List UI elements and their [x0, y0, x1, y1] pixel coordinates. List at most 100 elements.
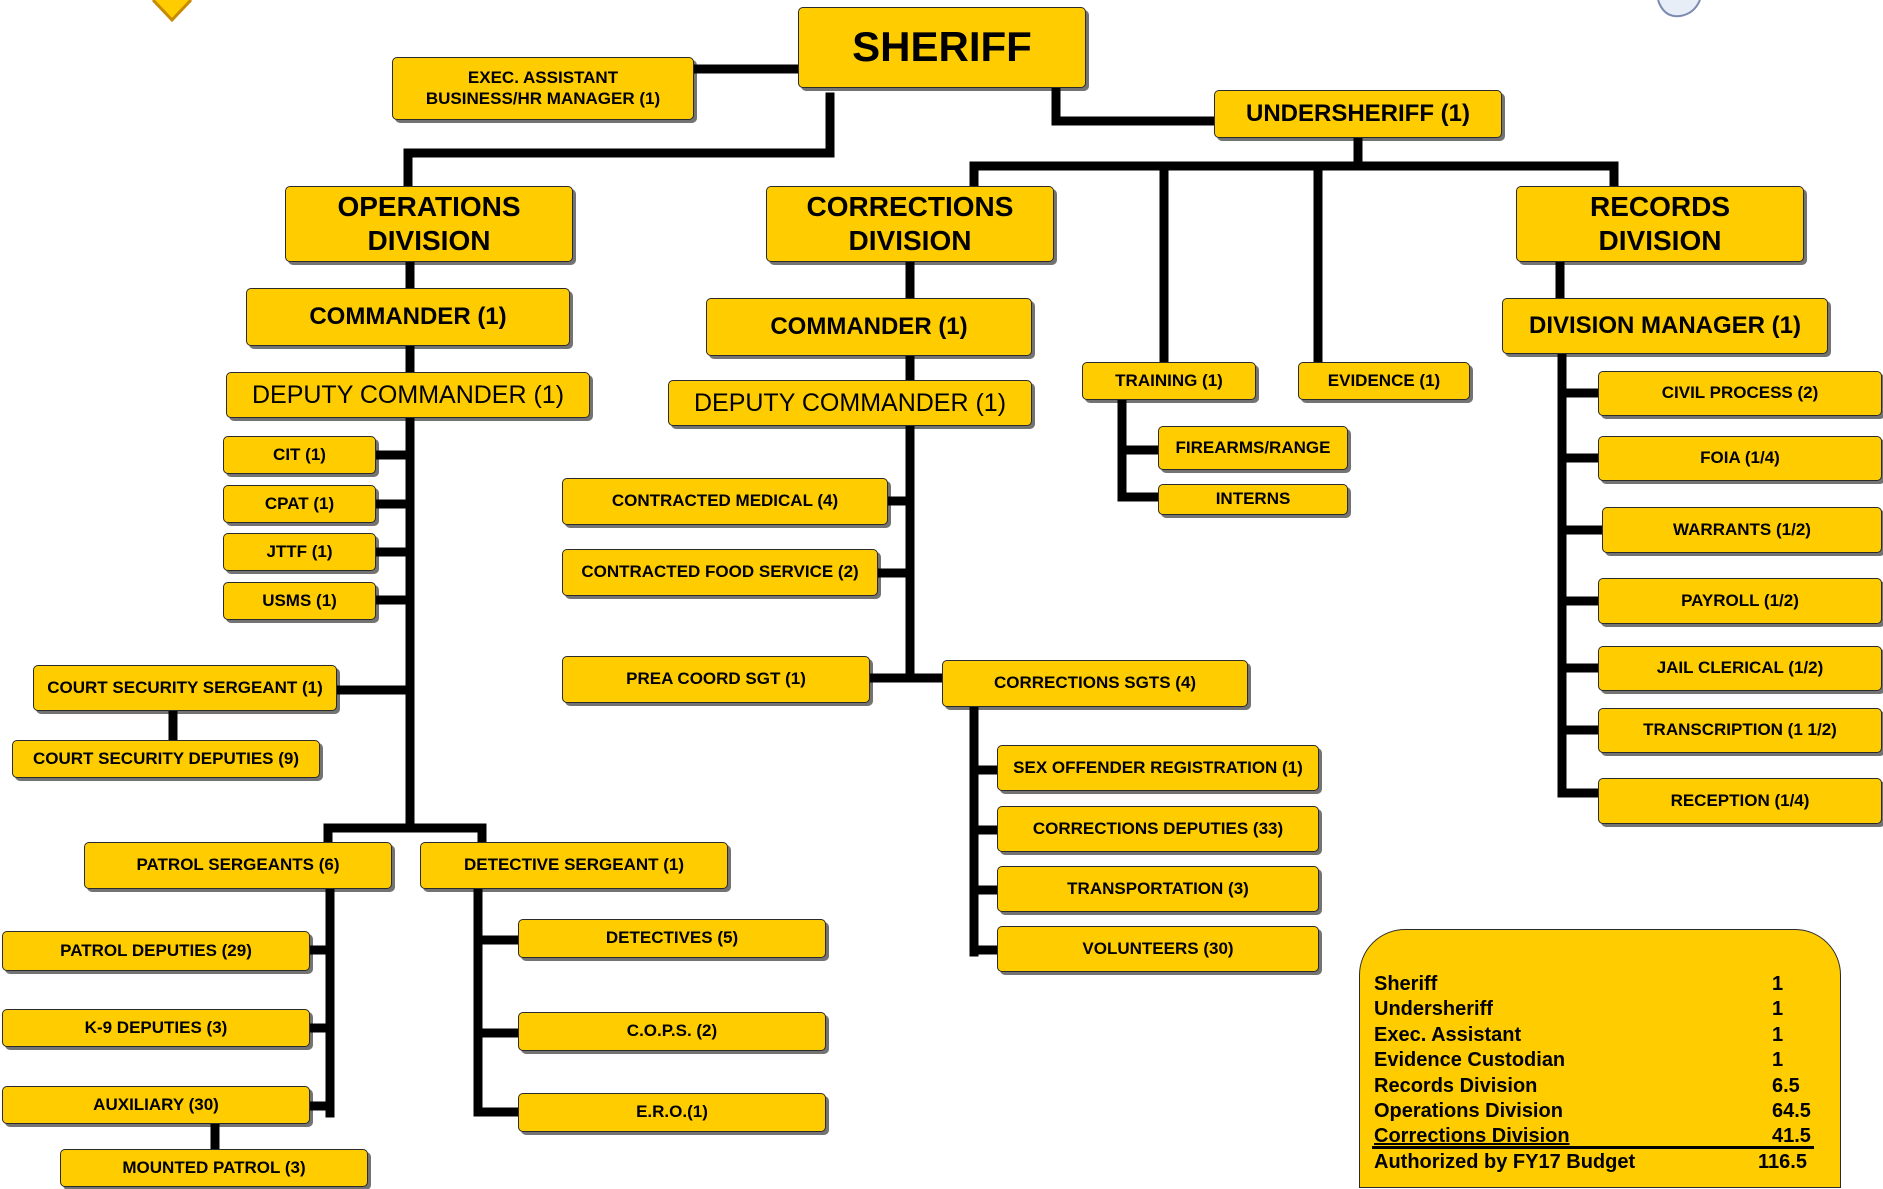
- summary-label: Undersheriff: [1374, 998, 1493, 1020]
- firearms-box: FIREARMS/RANGE: [1158, 426, 1348, 470]
- summary-label: Operations Division: [1374, 1100, 1563, 1122]
- summary-label: Evidence Custodian: [1374, 1049, 1566, 1071]
- training-box: TRAINING (1): [1082, 362, 1256, 400]
- patrol-sergeants-box: PATROL SERGEANTS (6): [84, 842, 392, 889]
- ero-box: E.R.O.(1): [518, 1093, 826, 1132]
- summary-row: Undersheriff 1: [1374, 998, 1814, 1022]
- evidence-label: EVIDENCE (1): [1327, 370, 1441, 390]
- corrections-deputies-box: CORRECTIONS DEPUTIES (33): [997, 806, 1319, 852]
- undersheriff-label: UNDERSHERIFF (1): [1245, 99, 1470, 127]
- ops-unit-label: CIT (1): [273, 444, 326, 464]
- operations-commander-box: COMMANDER (1): [246, 288, 570, 346]
- court-security-deputies-box: COURT SECURITY DEPUTIES (9): [12, 740, 320, 778]
- prea-box: PREA COORD SGT (1): [562, 656, 870, 703]
- interns-label: INTERNS: [1215, 489, 1291, 509]
- corrections-line2: DIVISION: [848, 225, 972, 256]
- sex-offender-label: SEX OFFENDER REGISTRATION (1): [1013, 757, 1303, 777]
- summary-total-label: Authorized by FY17 Budget: [1374, 1151, 1636, 1173]
- ops-unit-cpat: CPAT (1): [223, 485, 376, 523]
- auxiliary-box: AUXILIARY (30): [2, 1086, 310, 1124]
- k9-deputies-box: K-9 DEPUTIES (3): [2, 1009, 310, 1047]
- sheriff-label: SHERIFF: [852, 23, 1032, 71]
- operations-line2: DIVISION: [367, 225, 491, 256]
- records-item: RECEPTION (1/4): [1598, 778, 1882, 824]
- records-item: WARRANTS (1/2): [1602, 507, 1882, 553]
- ops-unit-label: JTTF (1): [266, 541, 333, 561]
- summary-row: Evidence Custodian 1: [1374, 1049, 1814, 1073]
- records-manager-box: DIVISION MANAGER (1): [1502, 298, 1828, 354]
- prea-label: PREA COORD SGT (1): [626, 669, 806, 689]
- records-item-label: JAIL CLERICAL (1/2): [1656, 658, 1824, 678]
- corrections-line1: CORRECTIONS: [806, 191, 1014, 223]
- records-item-label: WARRANTS (1/2): [1673, 519, 1811, 539]
- summary-label: Records Division: [1374, 1075, 1538, 1097]
- volunteers-box: VOLUNTEERS (30): [997, 926, 1319, 972]
- summary-value: 1: [1772, 973, 1784, 995]
- patrol-sergeants-label: PATROL SERGEANTS (6): [136, 855, 340, 875]
- ops-unit-cit: CIT (1): [223, 436, 376, 474]
- records-line2: DIVISION: [1598, 225, 1722, 256]
- court-security-sergeant-label: COURT SECURITY SERGEANT (1): [47, 677, 323, 697]
- mounted-patrol-label: MOUNTED PATROL (3): [122, 1157, 306, 1177]
- transportation-label: TRANSPORTATION (3): [1067, 878, 1249, 898]
- corrections-deputy-commander-box: DEPUTY COMMANDER (1): [668, 380, 1032, 426]
- contracted-medical-box: CONTRACTED MEDICAL (4): [562, 478, 888, 525]
- sheriff-box: SHERIFF: [798, 7, 1086, 88]
- detectives-box: DETECTIVES (5): [518, 919, 826, 958]
- operations-line1: OPERATIONS: [337, 191, 521, 223]
- undersheriff-box: UNDERSHERIFF (1): [1214, 90, 1502, 138]
- patrol-deputies-box: PATROL DEPUTIES (29): [2, 931, 310, 971]
- detective-sergeant-label: DETECTIVE SERGEANT (1): [463, 855, 685, 875]
- summary-value: 6.5: [1772, 1075, 1800, 1097]
- operations-deputy-commander-box: DEPUTY COMMANDER (1): [226, 372, 590, 418]
- summary-total-row: Authorized by FY17 Budget 116.5: [1374, 1151, 1814, 1175]
- exec-assistant-line1: EXEC. ASSISTANT: [467, 68, 619, 88]
- records-item-label: CIVIL PROCESS (2): [1661, 383, 1819, 403]
- ero-label: E.R.O.(1): [636, 1102, 708, 1122]
- star-seal-icon: [1657, 0, 1701, 18]
- operations-commander-label: COMMANDER (1): [309, 302, 507, 330]
- corrections-deputies-label: CORRECTIONS DEPUTIES (33): [1032, 818, 1284, 838]
- patrol-deputies-label: PATROL DEPUTIES (29): [60, 940, 252, 960]
- training-label: TRAINING (1): [1115, 370, 1223, 390]
- records-item-label: FOIA (1/4): [1700, 448, 1780, 468]
- records-item-label: RECEPTION (1/4): [1670, 790, 1810, 810]
- transportation-box: TRANSPORTATION (3): [997, 866, 1319, 912]
- summary-row: Corrections Division 41.5: [1374, 1125, 1814, 1149]
- summary-value: 1: [1772, 998, 1784, 1020]
- cops-box: C.O.P.S. (2): [518, 1012, 826, 1051]
- corrections-sgts-label: CORRECTIONS SGTS (4): [993, 673, 1197, 693]
- summary-value: 41.5: [1772, 1125, 1811, 1147]
- sex-offender-box: SEX OFFENDER REGISTRATION (1): [997, 745, 1319, 791]
- court-security-deputies-label: COURT SECURITY DEPUTIES (9): [32, 748, 300, 768]
- summary-total-rule: [1372, 1146, 1814, 1149]
- corrections-commander-label: COMMANDER (1): [770, 312, 968, 340]
- cops-label: C.O.P.S. (2): [626, 1021, 718, 1041]
- corrections-deputy-commander-label: DEPUTY COMMANDER (1): [693, 389, 1007, 417]
- operations-division-box: OPERATIONS DIVISION: [285, 186, 573, 262]
- corrections-sgts-box: CORRECTIONS SGTS (4): [942, 660, 1248, 707]
- firearms-label: FIREARMS/RANGE: [1175, 437, 1331, 457]
- detective-sergeant-box: DETECTIVE SERGEANT (1): [420, 842, 728, 889]
- summary-label: Corrections Division: [1374, 1125, 1570, 1147]
- records-item-label: TRANSCRIPTION (1 1/2): [1643, 720, 1837, 740]
- ops-unit-label: CPAT (1): [264, 493, 335, 513]
- records-item-label: PAYROLL (1/2): [1681, 590, 1799, 610]
- records-item: PAYROLL (1/2): [1598, 578, 1882, 624]
- contracted-medical-label: CONTRACTED MEDICAL (4): [611, 491, 839, 511]
- auxiliary-label: AUXILIARY (30): [93, 1094, 219, 1114]
- detectives-label: DETECTIVES (5): [605, 928, 739, 948]
- exec-assistant-line2: BUSINESS/HR MANAGER (1): [425, 88, 661, 108]
- summary-total-value: 116.5: [1758, 1151, 1807, 1173]
- evidence-box: EVIDENCE (1): [1298, 362, 1470, 400]
- records-division-box: RECORDS DIVISION: [1516, 186, 1804, 262]
- records-item: JAIL CLERICAL (1/2): [1598, 646, 1882, 691]
- corrections-division-box: CORRECTIONS DIVISION: [766, 186, 1054, 262]
- ops-unit-jttf: JTTF (1): [223, 533, 376, 571]
- summary-value: 1: [1772, 1049, 1784, 1071]
